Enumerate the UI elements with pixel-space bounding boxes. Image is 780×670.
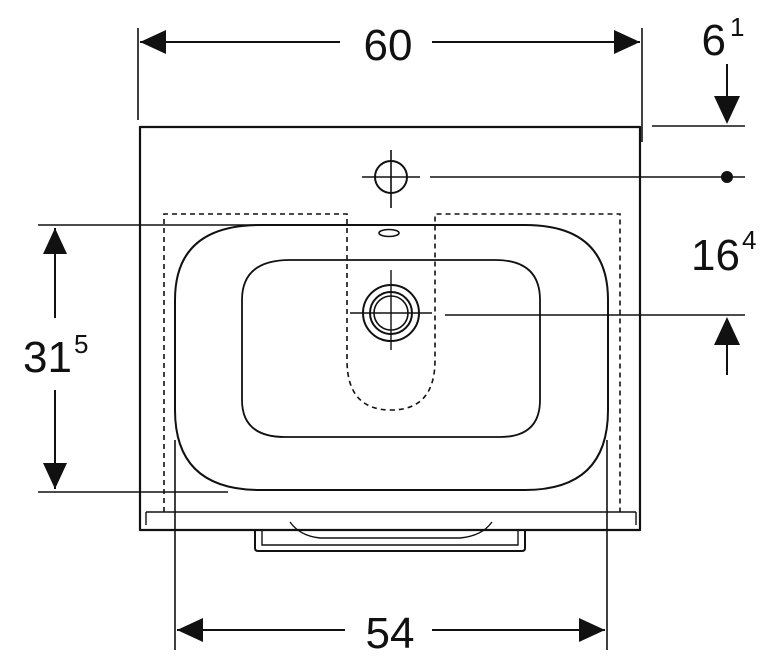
dim-basin-width: 54 (366, 609, 415, 658)
dim-tap-to-drain: 16 4 (691, 225, 756, 280)
dim-basin-depth-sup: 5 (74, 329, 88, 359)
towel-rail (254, 521, 526, 552)
cabinet-dashed-outline (163, 213, 621, 512)
dim-top-offset-sup: 1 (730, 12, 744, 42)
dim-tap-to-drain-sup: 4 (742, 225, 756, 255)
dim-tap-to-drain-main: 16 (691, 231, 740, 280)
dim-overall-width: 60 (364, 21, 413, 70)
extension-lines (38, 28, 745, 650)
dim-basin-depth-main: 31 (23, 333, 72, 382)
dim-top-offset: 6 1 (702, 12, 745, 65)
washbasin-outline (138, 125, 642, 532)
arrowheads (43, 30, 740, 642)
overflow-slot (378, 228, 400, 238)
tap-hole (362, 150, 420, 208)
dim-basin-depth: 31 5 (23, 329, 88, 382)
drain (350, 270, 432, 350)
basin-bowl (174, 224, 609, 491)
dim-top-offset-main: 6 (702, 16, 726, 65)
